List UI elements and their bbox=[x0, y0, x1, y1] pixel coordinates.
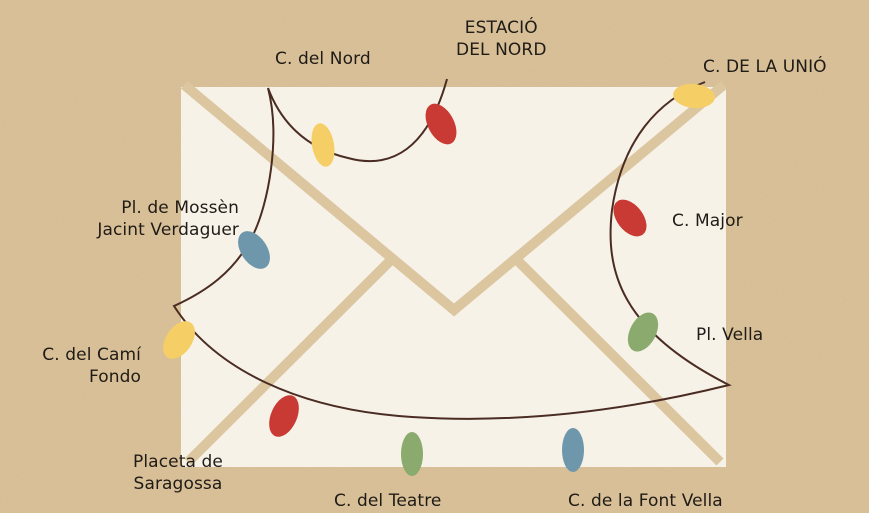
light-bulb bbox=[238, 231, 270, 269]
light-bulb bbox=[425, 103, 457, 145]
label-placeta-de-saragossa: Placeta de Saragossa bbox=[133, 451, 223, 495]
label-c-del-teatre: C. del Teatre bbox=[334, 490, 441, 512]
label-line: C. de la Font Vella bbox=[568, 491, 723, 511]
envelope bbox=[180, 80, 728, 467]
label-line: Fondo bbox=[88, 367, 141, 387]
label-c-major: C. Major bbox=[672, 210, 743, 232]
label-pl-de-mossen-jacint-verdaguer: Pl. de Mossèn Jacint Verdaguer bbox=[97, 197, 239, 241]
label-line: Saragossa bbox=[133, 474, 223, 494]
light-bulb bbox=[163, 321, 195, 359]
label-c-de-la-font-vella: C. de la Font Vella bbox=[568, 490, 723, 512]
label-line: C. del Camí bbox=[42, 345, 141, 365]
label-line: C. Major bbox=[672, 211, 743, 231]
envelope-left-fold bbox=[184, 254, 397, 466]
label-line: Pl. de Mossèn bbox=[121, 198, 239, 218]
light-bulb bbox=[311, 123, 335, 167]
label-line: Pl. Vella bbox=[696, 325, 764, 345]
label-c-del-cami-fondo: C. del Camí Fondo bbox=[42, 344, 141, 388]
label-line: DEL NORD bbox=[456, 40, 547, 60]
light-bulb bbox=[673, 83, 715, 109]
light-bulb bbox=[613, 199, 647, 237]
envelope-top-flap-fold bbox=[180, 80, 728, 317]
label-line: C. DE LA UNIÓ bbox=[703, 57, 827, 77]
envelope-right-fold bbox=[511, 254, 724, 466]
label-line: C. del Nord bbox=[275, 49, 371, 69]
light-bulb bbox=[401, 432, 423, 476]
light-bulb bbox=[562, 428, 584, 472]
label-estacio-del-nord: ESTACIÓ DEL NORD bbox=[456, 17, 547, 61]
light-bulb bbox=[269, 395, 299, 437]
label-line: ESTACIÓ bbox=[464, 18, 538, 38]
label-pl-vella: Pl. Vella bbox=[696, 324, 763, 346]
label-c-de-la-unio: C. DE LA UNIÓ bbox=[703, 56, 827, 78]
label-line: Placeta de bbox=[133, 452, 223, 472]
label-c-del-nord: C. del Nord bbox=[275, 48, 371, 70]
light-string-wire bbox=[172, 78, 732, 420]
light-bulb bbox=[627, 312, 659, 352]
label-line: C. del Teatre bbox=[334, 491, 442, 511]
label-line: Jacint Verdaguer bbox=[97, 220, 239, 240]
light-bulbs bbox=[163, 83, 715, 476]
